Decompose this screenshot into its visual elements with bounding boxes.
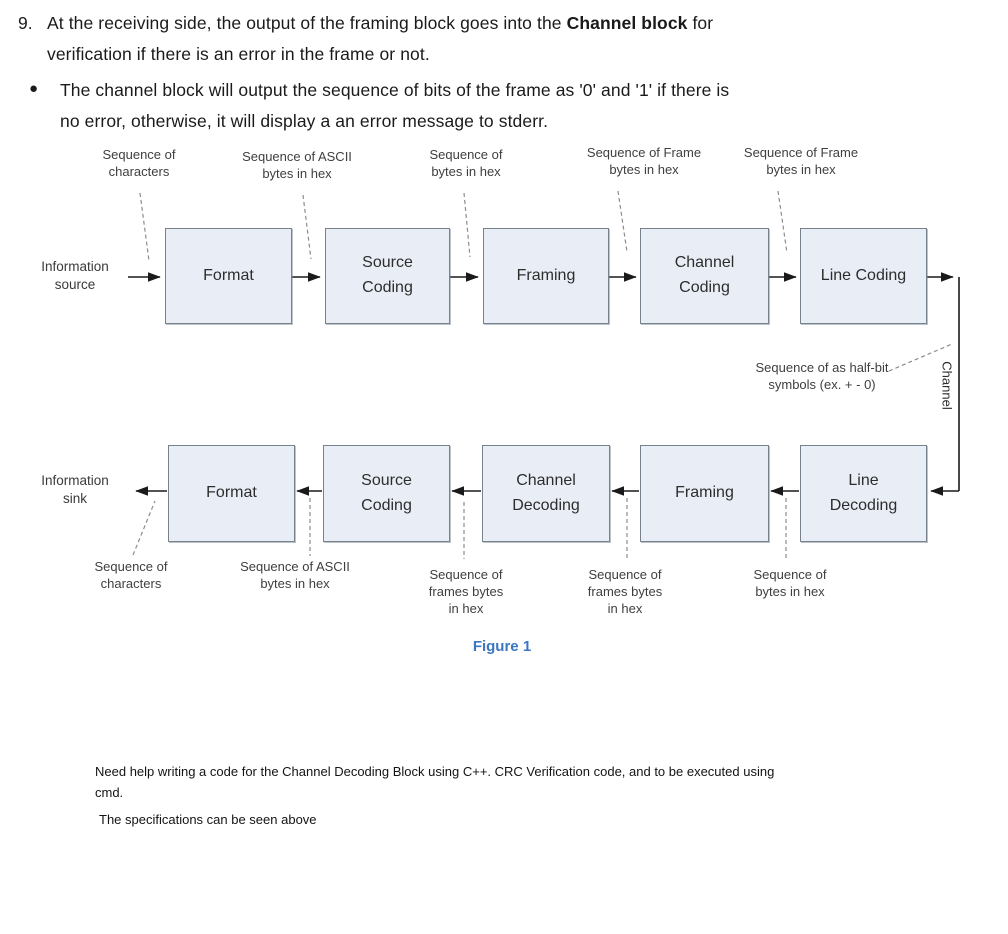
question-line-1: At the receiving side, the output of the… [47, 13, 713, 34]
question-line-2: verification if there is an error in the… [47, 44, 430, 64]
label-seq-frames-2: Sequence of frames bytes in hex [587, 567, 663, 616]
block-label: Source Coding [361, 471, 412, 514]
leader-characters-bottom [132, 500, 156, 556]
block-label: Format [206, 484, 257, 502]
label-information-sink: Information sink [41, 473, 109, 507]
label-seq-frame-1: Sequence of Frame bytes in hex [586, 145, 702, 177]
label-seq-ascii-top: Sequence of ASCII bytes in hex [242, 149, 352, 181]
request-line-1: Need help writing a code for the Channel… [95, 764, 775, 779]
request-line-3: The specifications can be seen above [99, 812, 317, 827]
block-framing-top: Framing [483, 228, 609, 324]
block-format-bottom: Format [168, 445, 295, 542]
request-line-2: cmd. [95, 785, 124, 800]
block-label: Line Decoding [829, 471, 898, 514]
label-channel-vertical: Channel [939, 361, 955, 410]
question-number: 9. [18, 13, 33, 33]
label-seq-bytes-bottom: Sequence of bytes in hex [753, 567, 827, 599]
label-seq-characters-top: Sequence of characters [102, 147, 176, 179]
block-label: Line Coding [820, 266, 907, 284]
block-source-coding-top: Source Coding [325, 228, 450, 324]
label-seq-frames-1: Sequence of frames bytes in hex [428, 567, 504, 616]
block-line-decoding: Line Decoding [800, 445, 927, 542]
label-halfbit-symbols: Sequence of as half-bit symbols (ex. + -… [755, 360, 889, 392]
block-label: Framing [675, 484, 734, 502]
block-source-coding-bottom: Source Coding [323, 445, 450, 542]
label-information-source: Information source [41, 259, 109, 293]
block-framing-bottom: Framing [640, 445, 769, 542]
leader-characters-top [139, 192, 150, 262]
label-seq-ascii-bottom: Sequence of ASCII bytes in hex [240, 559, 350, 591]
block-label: Framing [516, 266, 576, 284]
block-label: Channel Coding [674, 254, 735, 296]
block-channel-coding: Channel Coding [640, 228, 769, 324]
leader-bytes-top [463, 192, 471, 258]
bullet-line-1: The channel block will output the sequen… [60, 80, 730, 100]
bullet-icon: ● [29, 80, 39, 97]
leader-ascii-top [302, 194, 312, 260]
leader-frame2-top [777, 190, 788, 254]
block-label: Channel Decoding [512, 471, 580, 514]
block-label: Source Coding [362, 254, 413, 296]
bullet-line-2: no error, otherwise, it will display a a… [60, 111, 549, 131]
block-label: Format [203, 266, 254, 284]
block-channel-decoding: Channel Decoding [482, 445, 610, 542]
label-seq-bytes-top: Sequence of bytes in hex [429, 147, 503, 179]
question-line-1-tail: for [687, 13, 714, 33]
question-line-1-bold: Channel block [566, 13, 688, 33]
label-seq-characters-bottom: Sequence of characters [94, 559, 168, 591]
figure-caption: Figure 1 [472, 638, 532, 655]
question-line-1-text: At the receiving side, the output of the… [47, 13, 567, 33]
label-seq-frame-2: Sequence of Frame bytes in hex [743, 145, 859, 177]
block-line-coding: Line Coding [800, 228, 927, 324]
block-format-top: Format [165, 228, 292, 324]
leader-frame1-top [617, 190, 628, 253]
